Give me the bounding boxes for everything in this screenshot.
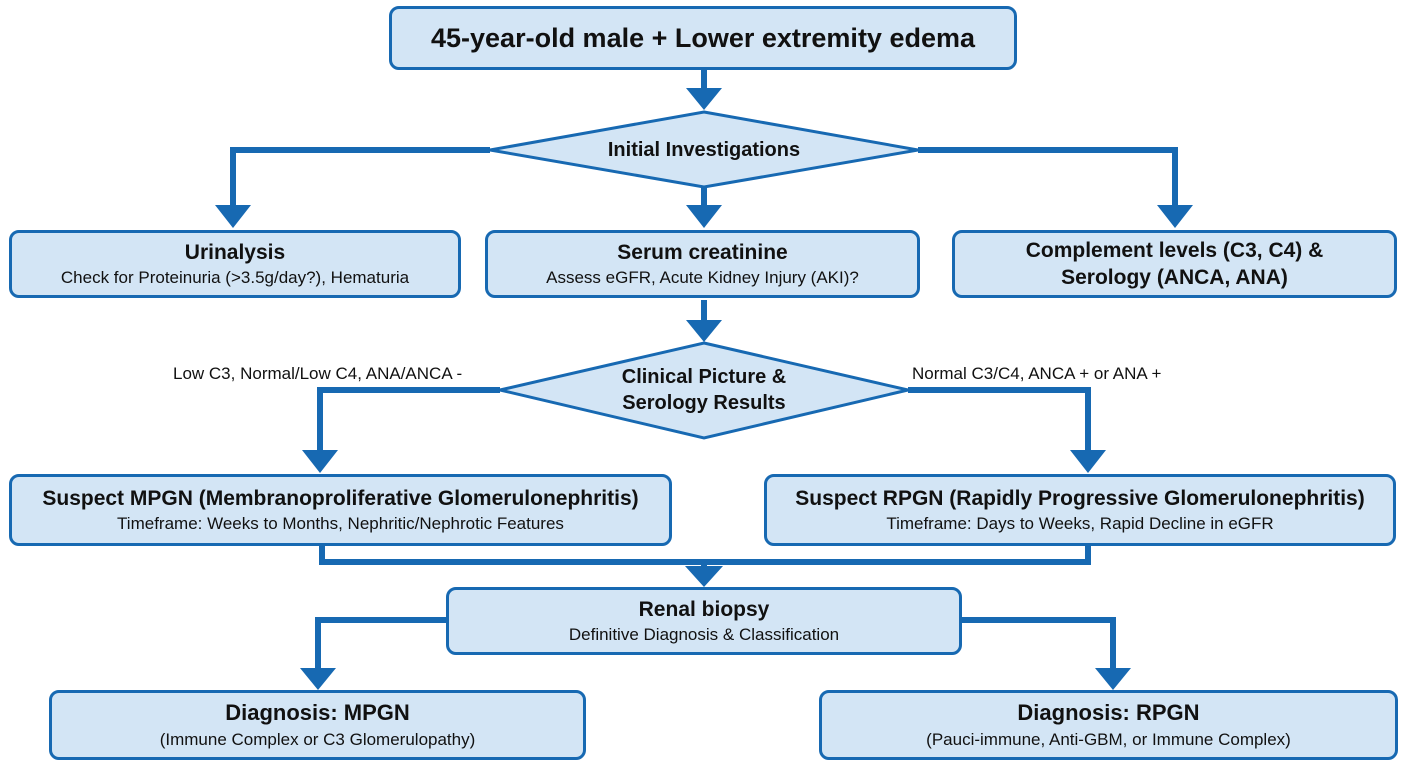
clinical-picture-diamond (499, 341, 909, 440)
suspect-rpgn-subtitle: Timeframe: Days to Weeks, Rapid Decline … (886, 513, 1274, 533)
arrowhead-dx-mpgn (300, 668, 336, 690)
serum-creatinine-node: Serum creatinine Assess eGFR, Acute Kidn… (485, 230, 920, 298)
urinalysis-title: Urinalysis (184, 240, 286, 264)
clinical-picture-line1: Clinical Picture & (621, 366, 787, 388)
serum-creatinine-subtitle: Assess eGFR, Acute Kidney Injury (AKI)? (546, 267, 859, 287)
diagnosis-mpgn-title: Diagnosis: MPGN (225, 700, 410, 726)
arrowhead-biopsy (685, 566, 723, 587)
diagnosis-rpgn-node: Diagnosis: RPGN (Pauci-immune, Anti-GBM,… (819, 690, 1398, 760)
arrowhead-rpgn (1070, 450, 1106, 473)
diagnosis-rpgn-title: Diagnosis: RPGN (1017, 700, 1200, 726)
arrowhead-clinical (686, 320, 722, 342)
clinical-picture-line2: Serology Results (622, 392, 786, 414)
start-node: 45-year-old male + Lower extremity edema (389, 6, 1017, 70)
connector-biopsy-to-dx-mpgn (315, 617, 446, 670)
arrowhead-complement (1157, 205, 1193, 228)
suspect-mpgn-subtitle: Timeframe: Weeks to Months, Nephritic/Ne… (117, 513, 564, 533)
clinical-picture-label: Clinical Picture & Serology Results (560, 364, 848, 416)
suspect-mpgn-node: Suspect MPGN (Membranoproliferative Glom… (9, 474, 672, 546)
urinalysis-node: Urinalysis Check for Proteinuria (>3.5g/… (9, 230, 461, 298)
arrowhead-urinalysis (215, 205, 251, 228)
suspect-rpgn-title: Suspect RPGN (Rapidly Progressive Glomer… (795, 486, 1365, 510)
connector-mpgn-merge (319, 544, 1091, 565)
arrowhead-initial (686, 88, 722, 110)
right-condition-label: Normal C3/C4, ANCA + or ANA + (912, 364, 1162, 383)
renal-biopsy-title: Renal biopsy (638, 597, 770, 621)
start-title: 45-year-old male + Lower extremity edema (431, 22, 975, 53)
suspect-rpgn-node: Suspect RPGN (Rapidly Progressive Glomer… (764, 474, 1396, 546)
complement-title-line1: Complement levels (C3, C4) & (1025, 238, 1324, 262)
connector-initial-to-urinalysis (230, 147, 490, 207)
initial-investigations-diamond (489, 110, 919, 189)
complement-serology-node: Complement levels (C3, C4) & Serology (A… (952, 230, 1397, 298)
diagnosis-mpgn-node: Diagnosis: MPGN (Immune Complex or C3 Gl… (49, 690, 586, 760)
complement-title-line2: Serology (ANCA, ANA) (1061, 266, 1288, 289)
diagnosis-rpgn-subtitle: (Pauci-immune, Anti-GBM, or Immune Compl… (926, 729, 1291, 749)
connector-biopsy-to-dx-rpgn (962, 617, 1116, 670)
connector-clinical-to-rpgn (908, 387, 1091, 452)
suspect-mpgn-title: Suspect MPGN (Membranoproliferative Glom… (42, 486, 639, 510)
renal-biopsy-subtitle: Definitive Diagnosis & Classification (568, 624, 840, 644)
renal-biopsy-node: Renal biopsy Definitive Diagnosis & Clas… (446, 587, 962, 655)
arrowhead-creatinine (686, 205, 722, 228)
urinalysis-subtitle: Check for Proteinuria (>3.5g/day?), Hema… (60, 267, 410, 287)
diagnosis-mpgn-subtitle: (Immune Complex or C3 Glomerulopathy) (159, 729, 476, 749)
arrowhead-dx-rpgn (1095, 668, 1131, 690)
initial-investigations-label: Initial Investigations (607, 139, 801, 161)
connector-initial-to-complement (918, 147, 1178, 207)
arrowhead-mpgn (302, 450, 338, 473)
left-condition-label: Low C3, Normal/Low C4, ANA/ANCA - (173, 364, 463, 383)
connector-clinical-to-mpgn (317, 387, 500, 452)
serum-creatinine-title: Serum creatinine (617, 240, 788, 264)
